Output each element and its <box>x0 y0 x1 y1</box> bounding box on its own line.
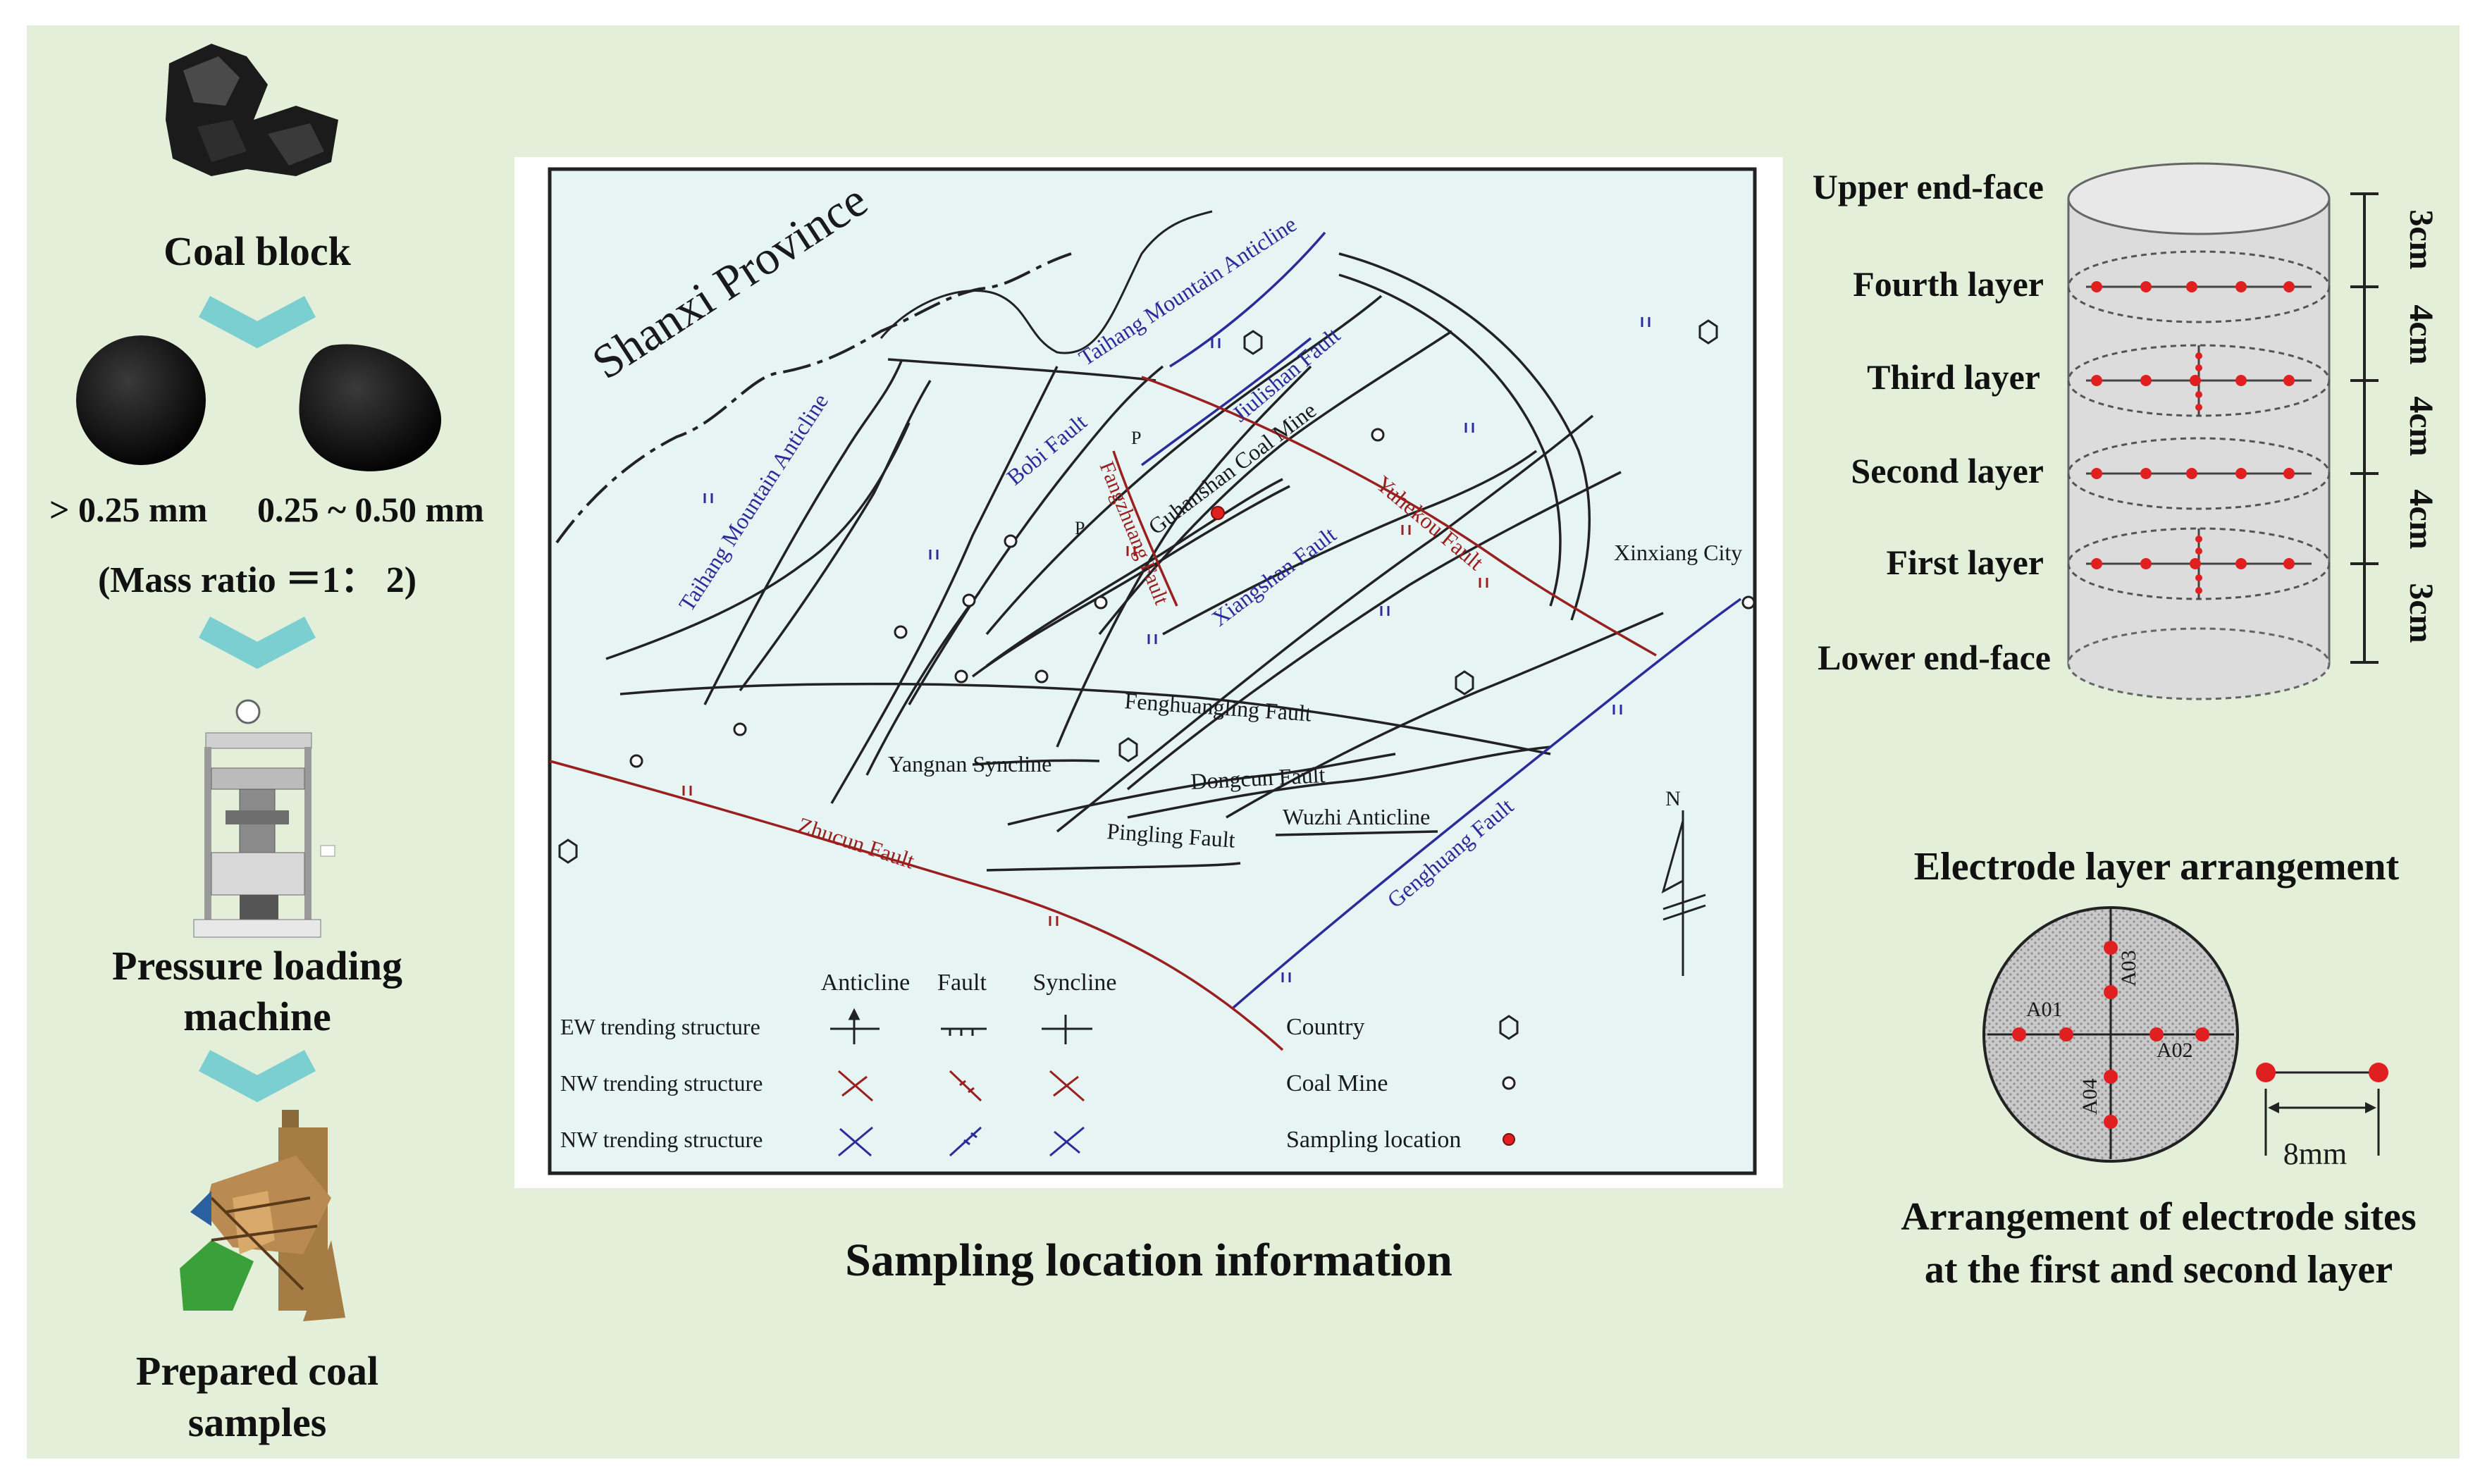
upper-end-face <box>2067 162 2331 235</box>
coal-particle-coarse <box>76 335 206 465</box>
p-label-1: P <box>1131 428 1141 448</box>
blue-faults <box>1140 231 1742 1009</box>
county-icon <box>1118 737 1138 762</box>
size-b-label: 0.25 ~ 0.50 mm <box>257 490 484 529</box>
legend-col-anticline: Anticline <box>821 970 911 996</box>
dim-label-5: 3cm <box>2402 583 2440 643</box>
dim-label-4: 4cm <box>2402 489 2440 549</box>
a02-label: A02 <box>2157 1039 2193 1062</box>
a04-label: A04 <box>2078 1078 2102 1115</box>
sampling-location-icon <box>1503 1133 1515 1146</box>
electrode-title: Electrode layer arrangement <box>1914 845 2400 889</box>
red-ticks <box>682 525 1488 926</box>
size-a-label: > 0.25 mm <box>49 490 207 529</box>
prepared-sample-image <box>180 1110 345 1321</box>
red-faults <box>549 376 1657 1051</box>
legend-coal-mine: Coal Mine <box>1286 1070 1388 1096</box>
structure-lines <box>605 252 1664 872</box>
third-layer-label: Third layer <box>1867 357 2040 397</box>
left-flow: Coal block > 0.25 mm 0.25 ~ 0.50 mm (Mas… <box>49 44 484 1445</box>
legend-sampling: Sampling location <box>1286 1127 1461 1153</box>
coal-mine-icon <box>954 669 968 684</box>
coal-mine-icon <box>1741 595 1756 610</box>
coal-mine-icon <box>1502 1076 1516 1090</box>
coal-mine-icon <box>1371 428 1385 442</box>
lower-end-face-label: Lower end-face <box>1818 638 2051 677</box>
electrode-dots <box>2091 281 2295 594</box>
county-icon <box>1455 670 1474 695</box>
a03-label: A03 <box>2117 950 2140 987</box>
wuzhi-label: Wuzhi Anticline <box>1283 804 1430 829</box>
legend-row-ew: EW trending structure <box>560 1014 760 1039</box>
map-frame <box>548 167 1757 1175</box>
coal-mine-icon <box>1004 534 1018 548</box>
dim-label-2: 4cm <box>2402 304 2440 364</box>
legend-row-nw1: NW trending structure <box>560 1070 763 1096</box>
map-legend: Anticline Fault Syncline EW trending str… <box>560 970 1519 1157</box>
legend-country: Country <box>1286 1014 1364 1040</box>
spacing-indicator <box>2256 1063 2388 1156</box>
second-layer-label: Second layer <box>1851 451 2044 490</box>
north-arrow: N <box>1661 787 1706 976</box>
sampling-location-icon <box>1211 506 1225 520</box>
chevron-down-icon <box>199 1050 316 1103</box>
electrode-arrangement: Electrode layer arrangement A01 A02 A03 … <box>1901 845 2416 1292</box>
coal-block-image <box>166 44 338 176</box>
electrode-caption-line1: Arrangement of electrode sites <box>1901 1195 2416 1239</box>
legend-row-nw2: NW trending structure <box>560 1127 763 1152</box>
yangnan-label: Yangnan Syncline <box>888 751 1051 777</box>
north-label: N <box>1665 787 1681 810</box>
dim-label-3: 4cm <box>2402 396 2440 456</box>
county-icon <box>558 839 578 864</box>
spacing-label: 8mm <box>2283 1137 2347 1171</box>
county-markers <box>558 319 1718 864</box>
map-caption: Sampling location information <box>845 1235 1452 1286</box>
legend-col-syncline: Syncline <box>1033 970 1117 996</box>
coal-mine-icon <box>894 625 908 639</box>
coal-mine-icon <box>962 593 976 607</box>
fault-ticks <box>703 317 1651 982</box>
county-icon <box>1499 1015 1519 1040</box>
coal-mine-icon <box>1094 595 1108 610</box>
prepared-label-line1: Prepared coal <box>136 1348 378 1394</box>
geological-map: Shanxi Province <box>514 157 1783 1286</box>
county-icon <box>1243 330 1263 355</box>
dimension-line <box>2350 192 2379 664</box>
coal-block-label: Coal block <box>164 228 352 274</box>
first-layer-label: First layer <box>1886 543 2044 582</box>
coal-mine-icon <box>733 722 747 736</box>
xinxiang-label: Xinxiang City <box>1614 540 1742 565</box>
fourth-layer-label: Fourth layer <box>1853 264 2044 304</box>
p-label-2: P <box>1075 518 1085 538</box>
chevron-down-icon <box>199 617 316 669</box>
prepared-label-line2: samples <box>188 1399 327 1445</box>
coal-mine-markers <box>629 428 1756 768</box>
machine-label-line2: machine <box>183 994 331 1039</box>
coal-mine-icon <box>629 754 643 768</box>
machine-label-line1: Pressure loading <box>112 943 402 989</box>
a01-label: A01 <box>2026 998 2063 1021</box>
dim-label-1: 3cm <box>2402 209 2440 269</box>
lower-end-face <box>2067 627 2331 700</box>
legend-col-fault: Fault <box>937 970 987 996</box>
county-icon <box>1698 319 1718 345</box>
coal-mine-icon <box>1035 669 1049 684</box>
chevron-down-icon <box>199 296 316 349</box>
pressure-machine-image <box>193 699 335 938</box>
cross-section-electrodes <box>2012 941 2209 1129</box>
upper-end-face-label: Upper end-face <box>1813 167 2044 206</box>
coal-particle-fine <box>299 344 442 471</box>
mass-ratio-label: (Mass ratio ＝1： 2) <box>98 560 417 600</box>
cylinder-diagram: Upper end-face Fourth layer Third layer … <box>1813 162 2440 700</box>
electrode-caption-line2: at the first and second layer <box>1925 1248 2393 1292</box>
